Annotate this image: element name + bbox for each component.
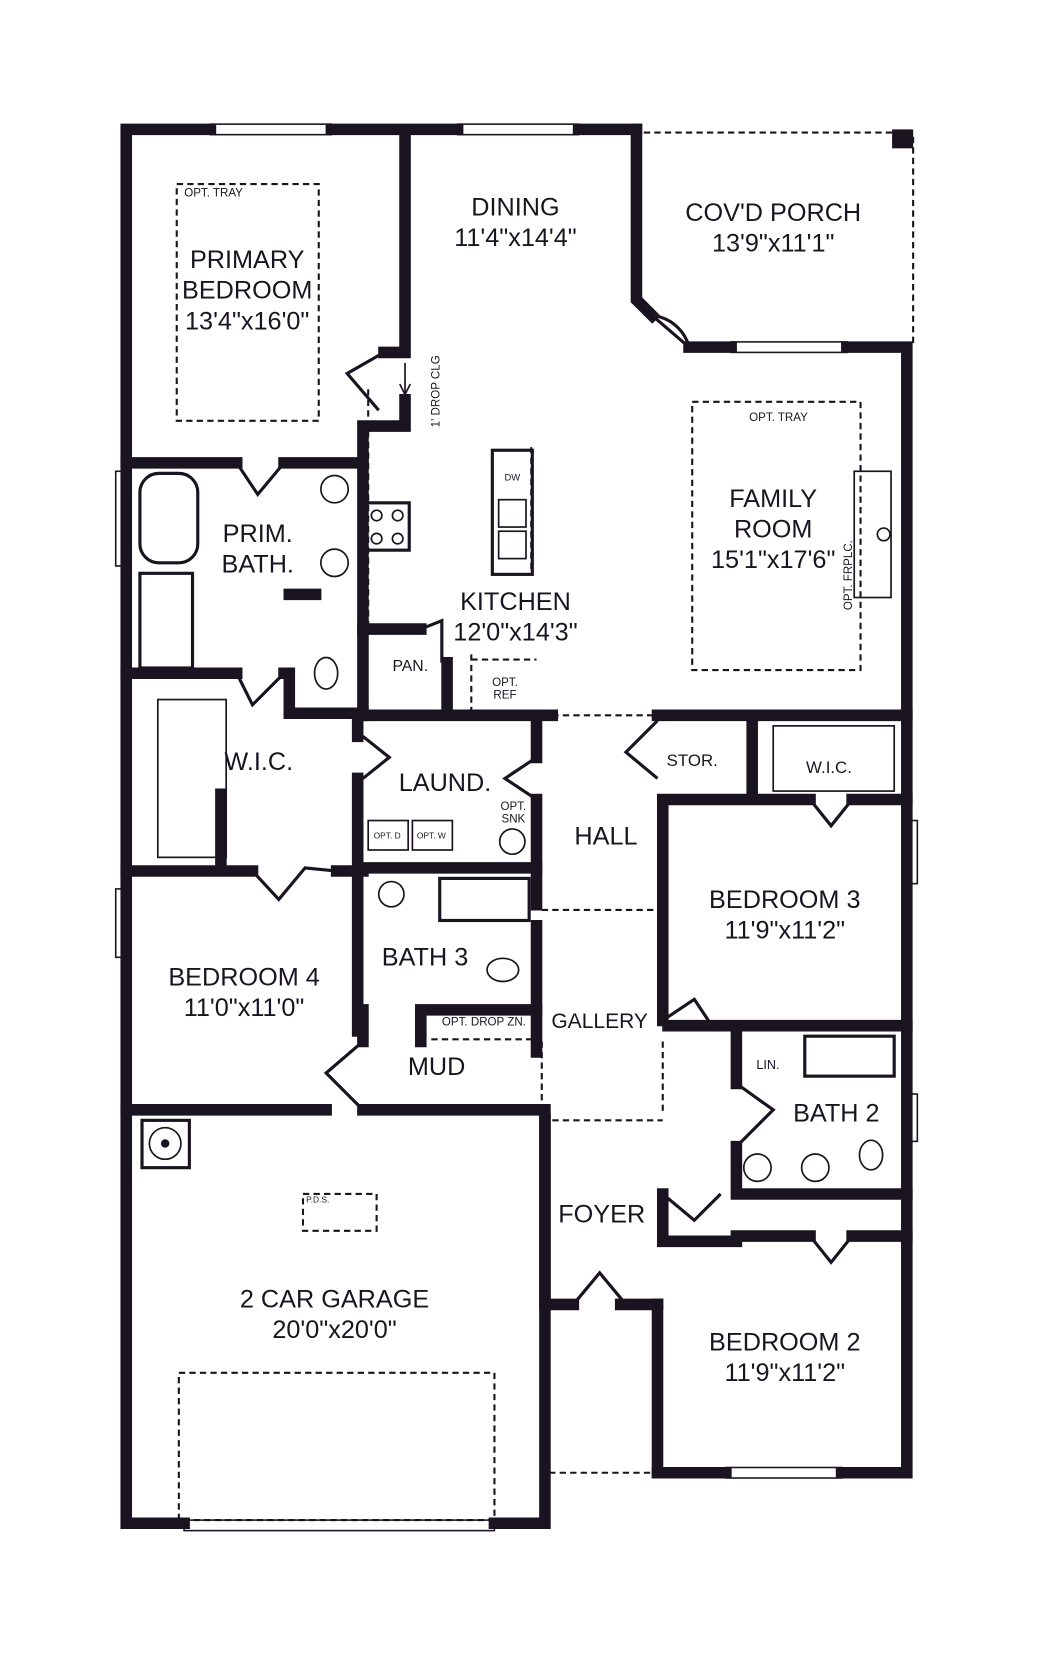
bedroom2-name: BEDROOM 2 bbox=[709, 1329, 860, 1357]
family-room-dims: 15'1"x17'6" bbox=[711, 546, 835, 574]
bedroom4-dims: 11'0"x11'0" bbox=[184, 994, 305, 1022]
kitchen-name: KITCHEN bbox=[460, 588, 571, 616]
bedroom2-dims: 11'9"x11'2" bbox=[724, 1359, 845, 1387]
arrow-icon bbox=[399, 362, 412, 397]
bedroom3-name: BEDROOM 3 bbox=[709, 886, 860, 914]
opt-d-label: OPT. D bbox=[374, 830, 401, 840]
primary-bedroom-name1: PRIMARY bbox=[190, 246, 305, 274]
opt-frplc-label: OPT. FRPLC. bbox=[843, 540, 855, 610]
family-room-name2: ROOM bbox=[734, 516, 813, 544]
dining-name: DINING bbox=[471, 194, 559, 222]
bath2-name: BATH 2 bbox=[793, 1099, 879, 1127]
primary-bedroom-name2: BEDROOM bbox=[182, 277, 312, 305]
interior-walls bbox=[120, 130, 913, 1311]
porch-name: COV'D PORCH bbox=[685, 199, 861, 227]
bath3-name: BATH 3 bbox=[382, 944, 468, 972]
gallery-name: GALLERY bbox=[551, 1010, 648, 1033]
kitchen-dims: 12'0"x14'3" bbox=[453, 619, 577, 647]
opt-ref-1: OPT. bbox=[492, 677, 518, 689]
garage-name: 2 CAR GARAGE bbox=[240, 1286, 429, 1314]
linen-name: LIN. bbox=[756, 1058, 779, 1072]
fixtures bbox=[138, 448, 896, 1183]
pds-label: P.D.S. bbox=[306, 1194, 329, 1204]
opt-drop-zn: OPT. DROP ZN. bbox=[442, 1017, 526, 1029]
storage-name: STOR. bbox=[667, 751, 718, 770]
prim-bath-name1: PRIM. bbox=[223, 520, 293, 548]
doors bbox=[235, 314, 854, 1306]
opt-w-label: OPT. W bbox=[417, 830, 446, 840]
porch-outline bbox=[549, 129, 915, 1474]
wic-bed3-name: W.I.C. bbox=[806, 758, 852, 777]
wic-primary-name: W.I.C. bbox=[224, 748, 293, 776]
annotations: OPT. TRAY OPT. TRAY 1' DROP CLG DW OPT. … bbox=[184, 188, 855, 1205]
hall-name: HALL bbox=[574, 823, 637, 851]
opt-snk-2: SNK bbox=[501, 814, 525, 826]
opt-tray-family: OPT. TRAY bbox=[749, 412, 808, 424]
garage-dims: 20'0"x20'0" bbox=[272, 1316, 396, 1344]
dining-dims: 11'4"x14'4" bbox=[454, 224, 577, 252]
room-labels: PRIMARY BEDROOM 13'4"x16'0" DINING 11'4"… bbox=[168, 194, 879, 1388]
opt-tray-primary: OPT. TRAY bbox=[184, 188, 243, 200]
primary-bedroom-dims: 13'4"x16'0" bbox=[185, 307, 309, 335]
dw-label: DW bbox=[504, 473, 520, 484]
mud-name: MUD bbox=[408, 1053, 465, 1081]
opt-snk-1: OPT. bbox=[501, 801, 527, 813]
bedroom4-name: BEDROOM 4 bbox=[168, 964, 319, 992]
exterior-walls bbox=[120, 123, 913, 1530]
foyer-name: FOYER bbox=[558, 1200, 645, 1228]
prim-bath-name2: BATH. bbox=[222, 550, 294, 578]
porch-dims: 13'9"x11'1" bbox=[712, 229, 835, 257]
laundry-name: LAUND. bbox=[399, 769, 492, 797]
pantry-name: PAN. bbox=[392, 658, 428, 675]
opt-ref-2: REF bbox=[493, 690, 516, 702]
drop-clg-note: 1' DROP CLG bbox=[431, 355, 443, 427]
family-room-name1: FAMILY bbox=[729, 485, 817, 513]
bedroom3-dims: 11'9"x11'2" bbox=[724, 916, 845, 944]
